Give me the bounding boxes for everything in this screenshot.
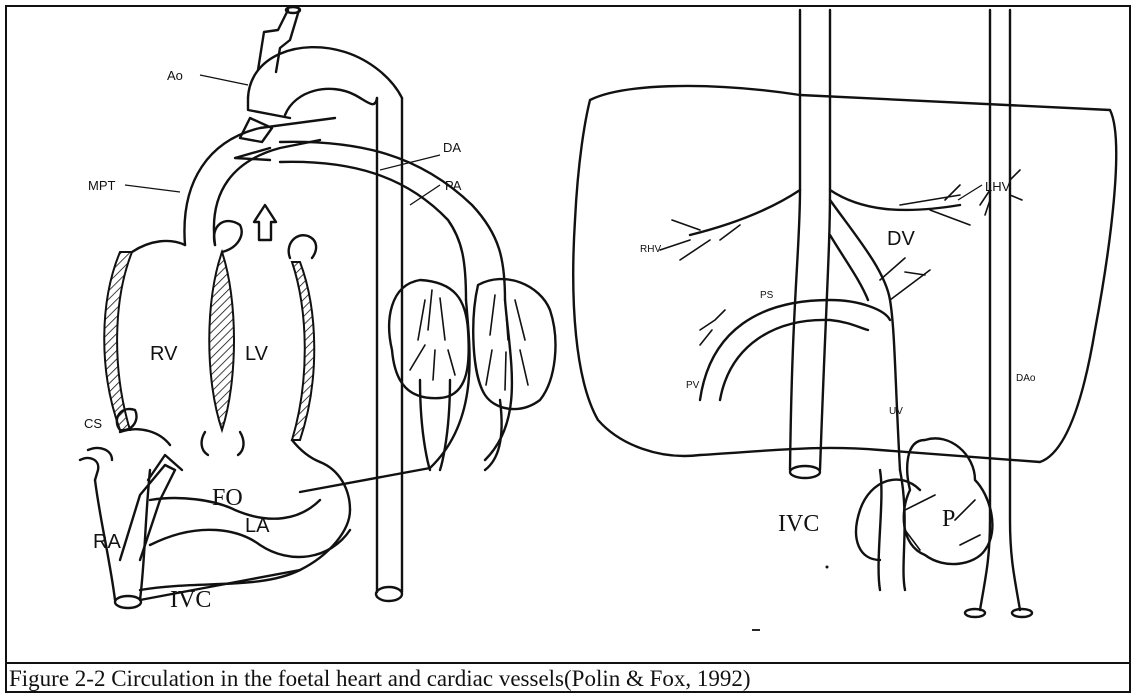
label-mpt: MPT: [88, 178, 116, 193]
lung-right: [473, 279, 555, 409]
descending-aorta-right-vessel: [965, 10, 1032, 617]
heart-diagram: [80, 7, 555, 608]
interventricular-septum: [202, 221, 244, 455]
liver-diagram: [573, 10, 1116, 617]
ductus-venosus-vessel: [830, 200, 930, 470]
label-dao: DAo: [1016, 373, 1036, 384]
label-fo: FO: [212, 485, 243, 511]
foetal-circulation-diagram: Ao DA MPT PA RV LV CS FO RA LA IVC LHV R…: [0, 0, 1140, 660]
label-la: LA: [245, 515, 270, 537]
left-ventricle: [254, 205, 320, 462]
descending-aorta-vessel: [248, 7, 402, 601]
label-da: DA: [443, 140, 461, 155]
label-pa: PA: [445, 178, 462, 193]
label-dv: DV: [887, 228, 915, 250]
label-ivc-right: IVC: [778, 511, 819, 537]
label-p: P: [942, 506, 955, 532]
inferior-vena-cava-vessel: [660, 10, 970, 478]
label-rhv: RHV: [640, 244, 661, 255]
label-ra: RA: [93, 531, 121, 553]
label-ivc-left: IVC: [170, 587, 211, 613]
label-ps: PS: [760, 290, 774, 301]
label-lv: LV: [245, 343, 269, 365]
stray-dot-mark: [826, 566, 829, 569]
liver-outline: [573, 86, 1116, 462]
label-pv: PV: [686, 380, 700, 391]
label-cs: CS: [84, 416, 102, 431]
label-lhv: LHV: [985, 179, 1011, 194]
right-atrium: [80, 409, 182, 608]
figure-caption: Figure 2-2 Circulation in the foetal hea…: [5, 662, 1131, 693]
label-uv: UV: [889, 406, 903, 417]
pulmonary-artery-vessel: [280, 142, 512, 492]
label-ao: Ao: [167, 68, 183, 83]
label-rv: RV: [150, 343, 178, 365]
